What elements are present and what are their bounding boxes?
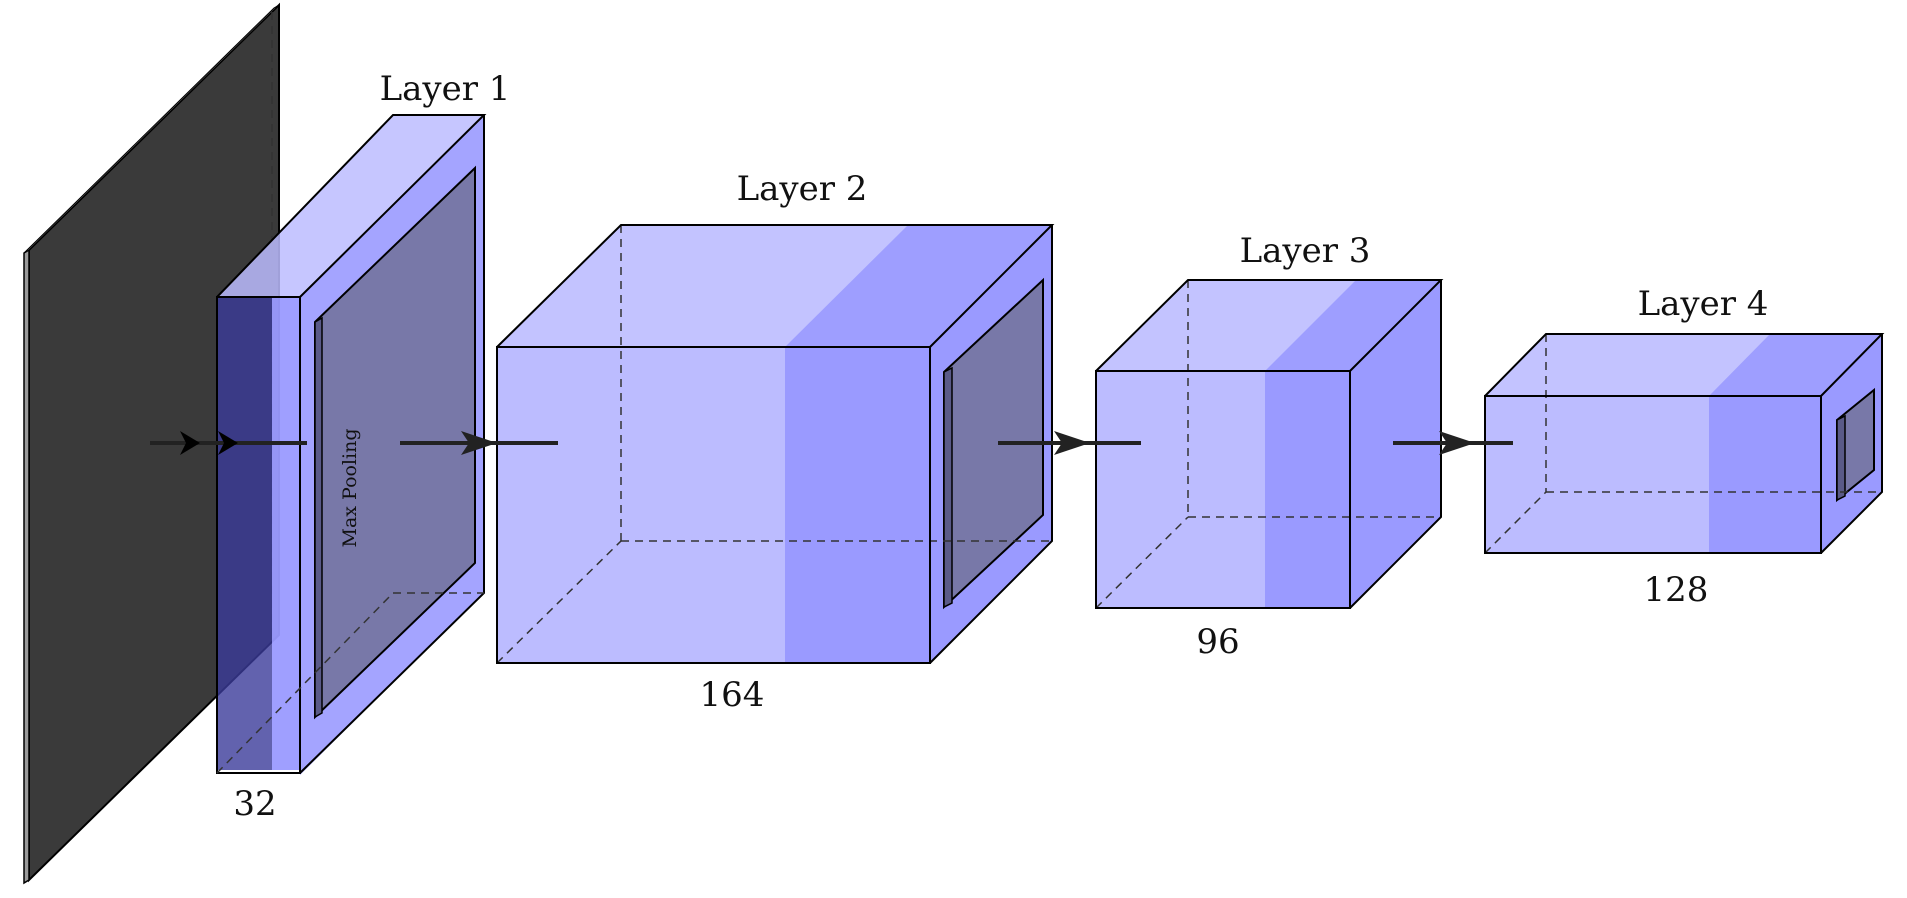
layer-2-title: Layer 2 — [737, 169, 868, 209]
layer-4-title: Layer 4 — [1638, 284, 1769, 324]
layer-2-size-label: 164 — [700, 675, 765, 715]
layer-3-block — [1095, 279, 1444, 609]
arrow-layer-2-to-layer-3 — [998, 431, 1141, 455]
layer-3-title: Layer 3 — [1240, 231, 1371, 271]
layer-4-block — [1484, 333, 1885, 554]
arrow-input-to-layer-1 — [150, 431, 307, 455]
layer-1-block — [216, 114, 487, 775]
max-pooling-label: Max Pooling — [339, 429, 361, 548]
layer-2-block — [496, 224, 1055, 664]
arrow-layer-1-to-layer-2 — [400, 431, 558, 455]
arrow-layer-3-to-layer-4 — [1393, 431, 1513, 455]
layer-4-size-label: 128 — [1644, 570, 1709, 610]
layer-1-title: Layer 1 — [380, 69, 511, 109]
layer-3-size-label: 96 — [1196, 622, 1239, 662]
layer-1-size-label: 32 — [233, 784, 276, 824]
